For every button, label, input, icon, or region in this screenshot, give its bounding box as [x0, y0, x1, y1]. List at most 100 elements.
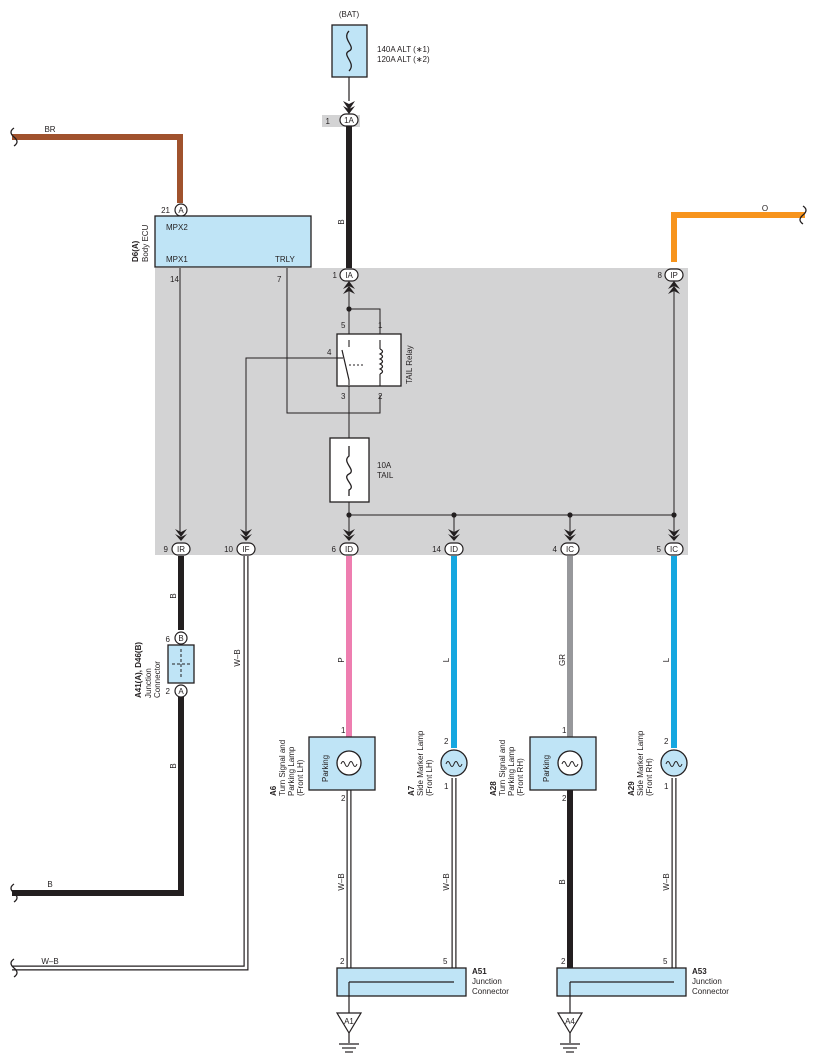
relay-pin-5: 5 [341, 321, 346, 330]
a29-desc-2: (Front RH) [645, 758, 654, 796]
a6-pin-out: 2 [341, 794, 346, 803]
a7-desc-1: Side Marker Lamp [416, 730, 425, 796]
wire-label-b-bat: B [337, 219, 346, 224]
wire-wb-if [12, 556, 249, 971]
a53-name-2: Connector [692, 987, 729, 996]
wire-end-marks [10, 127, 807, 978]
jc-pin-2: 2 [166, 687, 171, 696]
a28-pin-out: 2 [562, 794, 567, 803]
a51-pin-left: 2 [340, 957, 345, 966]
a7-code: A7 [407, 785, 416, 796]
connector-ic-5: IC [664, 542, 684, 556]
wire-o [671, 212, 805, 262]
wire-label-b-ir: B [169, 593, 178, 598]
arrow-marks [175, 101, 680, 541]
ecu-code: D6(A) [131, 240, 140, 262]
wire-b-bottom [12, 697, 184, 896]
svg-text:IA: IA [345, 271, 353, 280]
ground-icon [335, 1012, 363, 1053]
svg-text:1A: 1A [344, 116, 354, 125]
fuse-rating-1: 140A ALT (∗1) [377, 45, 430, 54]
jc-pin-6: 6 [166, 635, 171, 644]
wire-label-l-a29: L [662, 657, 671, 662]
wire-label-wb-a29: W–B [662, 873, 671, 890]
connector-ia: IA [339, 268, 359, 282]
a28-inner-label: Parking [542, 755, 551, 782]
ecu-name: Body ECU [141, 224, 150, 262]
svg-text:IR: IR [177, 545, 185, 554]
ecu-mpx2: MPX2 [166, 223, 188, 232]
tail-relay [336, 333, 402, 387]
a7-pin-in: 2 [444, 737, 449, 746]
connector-if: IF [236, 542, 256, 556]
a7-pin-out: 1 [444, 782, 449, 791]
wire-label-b-a28: B [558, 879, 567, 884]
relay-pin-4: 4 [327, 348, 332, 357]
a29-pin-out: 1 [664, 782, 669, 791]
ecu-pin-14: 14 [170, 275, 179, 284]
pin-ic-5: 5 [657, 545, 662, 554]
svg-text:ID: ID [345, 545, 353, 554]
svg-text:A: A [178, 687, 184, 696]
a6-desc-3: (Front LH) [296, 759, 305, 796]
pin-1a: 1 [326, 117, 331, 126]
wire-label-wb-a6: W–B [337, 873, 346, 890]
internal-wiring [179, 268, 675, 532]
a29-pin-in: 2 [664, 737, 669, 746]
wire-br [12, 134, 183, 203]
jc-name-1: Junction [144, 668, 153, 698]
pin-ia: 1 [333, 271, 338, 280]
bulb-icon [336, 750, 362, 776]
a29-code: A29 [627, 781, 636, 796]
battery-label: (BAT) [339, 10, 360, 19]
a28-pin-in: 1 [562, 726, 567, 735]
connector-ic-4: IC [560, 542, 580, 556]
svg-text:IC: IC [670, 545, 678, 554]
a7-desc-2: (Front LH) [425, 759, 434, 796]
junction-connector-a41-d46 [167, 644, 195, 684]
svg-text:B: B [178, 634, 183, 643]
svg-text:IF: IF [242, 545, 249, 554]
a6-inner-label: Parking [321, 755, 330, 782]
svg-text:ID: ID [450, 545, 458, 554]
a53-pin-right: 5 [663, 957, 668, 966]
fusible-link-alt [331, 24, 368, 101]
ecu-trly: TRLY [275, 255, 296, 264]
fuse-tail-rating: 10A [377, 461, 392, 470]
svg-text:IC: IC [566, 545, 574, 554]
ecu-top-pin: 21 [161, 206, 170, 215]
connector-ip: IP [664, 268, 684, 282]
a51-pin-right: 5 [443, 957, 448, 966]
a53-pin-left: 2 [561, 957, 566, 966]
wire-label-o: O [762, 204, 768, 213]
wire-label-br: BR [44, 125, 55, 134]
wire-label-b-jc: B [169, 763, 178, 768]
pin-id-6: 6 [332, 545, 337, 554]
wire-label-wb-a7: W–B [442, 873, 451, 890]
a53-code: A53 [692, 967, 707, 976]
wire-label-l-a7: L [442, 657, 451, 662]
a6-code: A6 [269, 785, 278, 796]
a28-desc-3: (Front RH) [516, 758, 525, 796]
relay-label: TAIL Relay [405, 345, 414, 384]
ground-a1-label: A1 [344, 1017, 354, 1026]
pin-ip: 8 [658, 271, 663, 280]
bulb-icon [557, 750, 583, 776]
a29-desc-1: Side Marker Lamp [636, 730, 645, 796]
wire-label-wb-bottom: W–B [41, 957, 58, 966]
fuse-tail-name: TAIL [377, 471, 394, 480]
ecu-pin-7: 7 [277, 275, 282, 284]
a51-name-2: Connector [472, 987, 509, 996]
junction-block-area [155, 268, 688, 555]
connector-ir: IR [171, 542, 191, 556]
wire-label-gr: GR [558, 654, 567, 666]
ecu-mpx1: MPX1 [166, 255, 188, 264]
body-ecu-box [154, 215, 312, 268]
pin-ir: 9 [164, 545, 169, 554]
jc-name-2: Connector [153, 661, 162, 698]
relay-pin-1: 1 [378, 321, 383, 330]
a6-desc-2: Parking Lamp [287, 746, 296, 796]
connector-jc-a: A [174, 684, 188, 698]
wire-label-b-bottom: B [47, 880, 52, 889]
